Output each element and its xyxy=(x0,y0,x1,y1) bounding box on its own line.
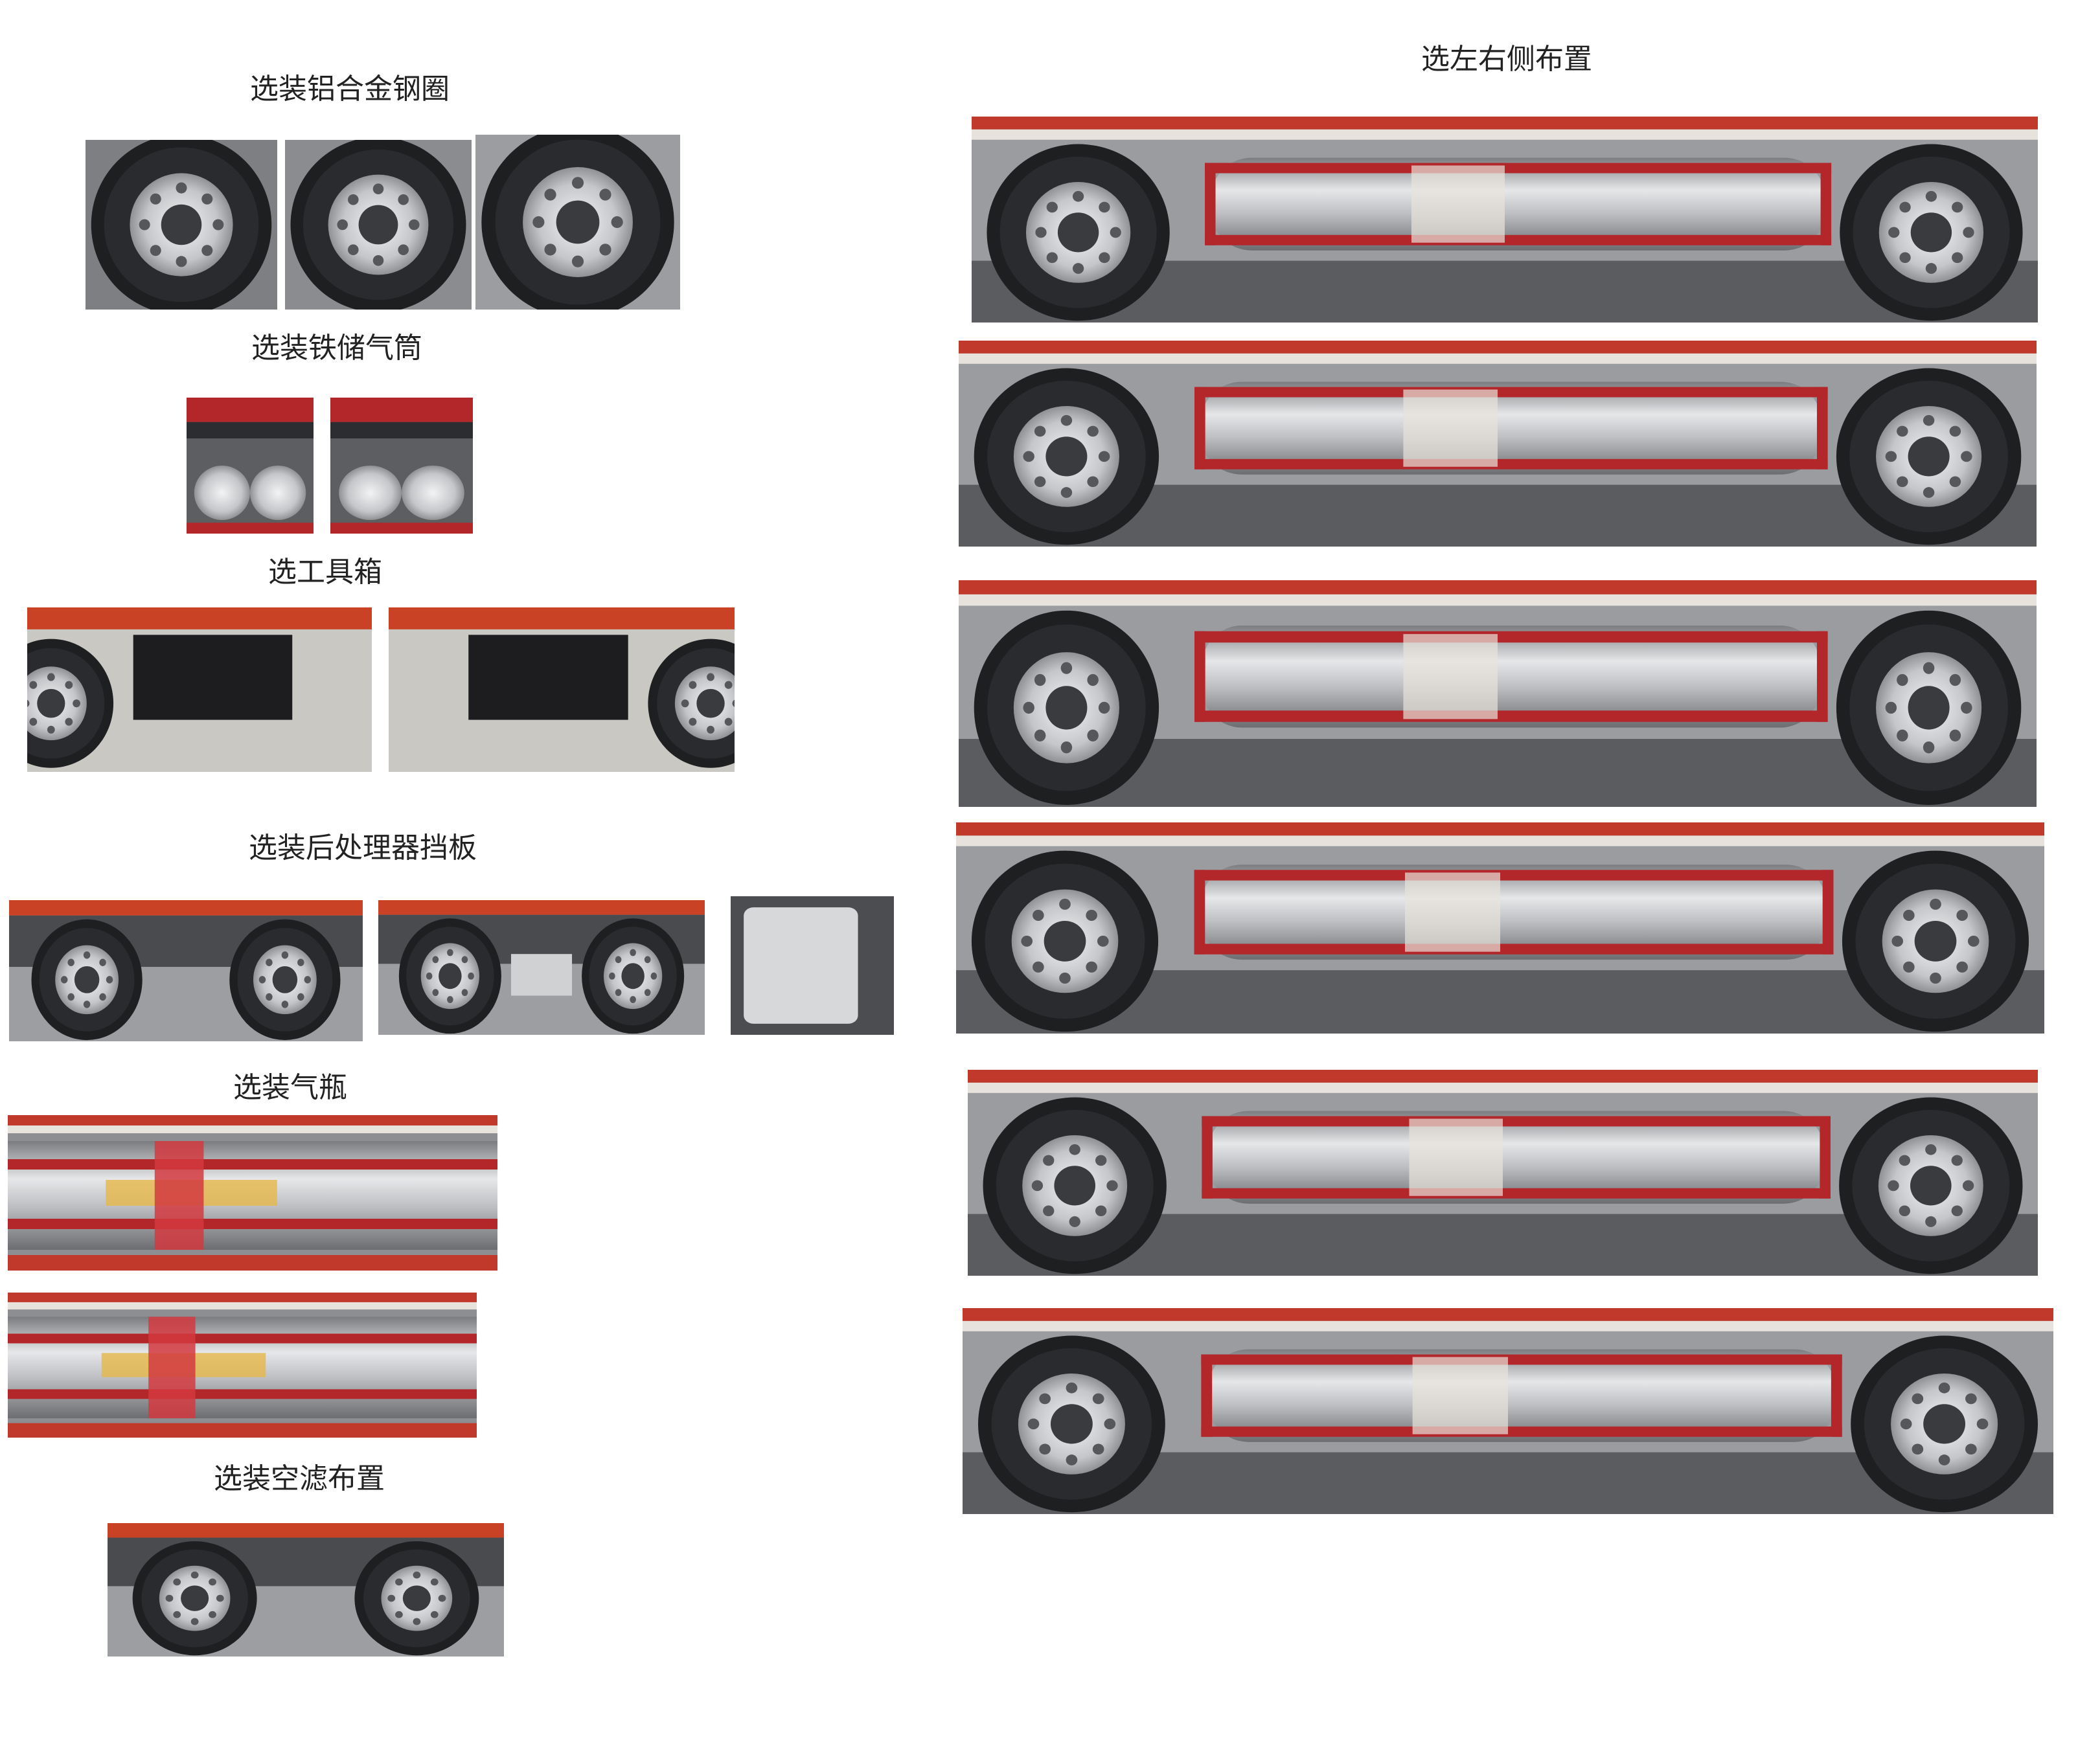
label-gas-cylinder: 选装气瓶 xyxy=(233,1071,347,1104)
photo-layout-5 xyxy=(968,1070,2038,1276)
photo-baffle-2 xyxy=(378,900,705,1035)
photo-alloy-wheel-3 xyxy=(475,135,680,310)
photo-alloy-wheel-2 xyxy=(285,140,472,310)
photo-layout-2 xyxy=(959,341,2037,547)
label-toolbox: 选工具箱 xyxy=(268,556,382,589)
photo-alloy-wheel-1 xyxy=(86,140,277,310)
photo-air-filter xyxy=(108,1523,504,1657)
photo-gas-cylinder-1 xyxy=(8,1115,497,1271)
photo-layout-1 xyxy=(972,117,2038,322)
photo-iron-air-tank-2 xyxy=(330,398,473,534)
photo-layout-4 xyxy=(956,822,2044,1034)
photo-toolbox-2 xyxy=(389,607,735,772)
photo-layout-6 xyxy=(963,1308,2053,1514)
label-alloy-wheels: 选装铝合金钢圈 xyxy=(250,73,450,106)
label-iron-air-tanks: 选装铁储气筒 xyxy=(251,332,422,365)
photo-toolbox-1 xyxy=(27,607,372,772)
photo-baffle-1 xyxy=(9,900,363,1041)
label-air-filter: 选装空滤布置 xyxy=(214,1462,385,1495)
photo-gas-cylinder-2 xyxy=(8,1293,477,1438)
label-left-right-layout: 选左右侧布置 xyxy=(1421,43,1592,76)
photo-baffle-3 xyxy=(731,896,894,1035)
photo-iron-air-tank-1 xyxy=(187,398,314,534)
photo-layout-3 xyxy=(959,580,2037,807)
label-aftertreatment-baffle: 选装后处理器挡板 xyxy=(249,831,477,865)
